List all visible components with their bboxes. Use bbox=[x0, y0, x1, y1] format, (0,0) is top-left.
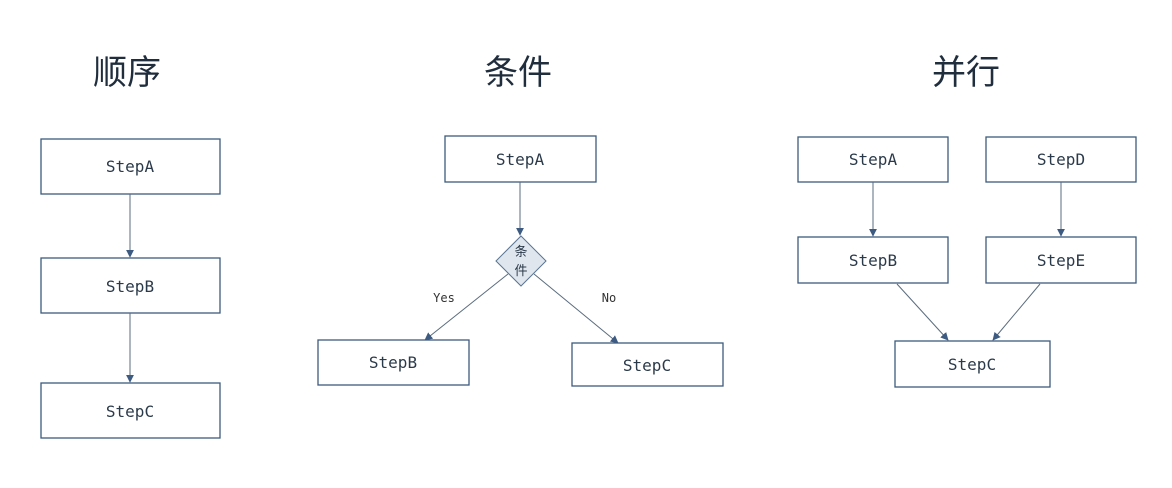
condition-label-line2: 件 bbox=[514, 264, 527, 279]
condition-diamond[interactable]: 条 件 bbox=[495, 235, 547, 287]
condition-label-line1: 条 bbox=[514, 244, 527, 260]
par-node-stepb[interactable]: StepB bbox=[797, 236, 949, 284]
cond-node-stepb-label: StepB bbox=[369, 353, 417, 372]
section-title-conditional: 条件 bbox=[484, 53, 552, 93]
seq-node-stepa-label: StepA bbox=[106, 157, 155, 176]
section-title-parallel: 并行 bbox=[932, 53, 1000, 93]
seq-node-stepc[interactable]: StepC bbox=[40, 382, 221, 439]
par-node-stepc-label: StepC bbox=[948, 355, 996, 374]
par-edge-e-c bbox=[992, 283, 1041, 341]
par-node-stepe[interactable]: StepE bbox=[985, 236, 1137, 284]
cond-edge-yes-label: Yes bbox=[433, 291, 455, 305]
par-node-stepb-label: StepB bbox=[849, 251, 897, 270]
seq-node-stepc-label: StepC bbox=[106, 402, 154, 421]
par-node-stepd[interactable]: StepD bbox=[985, 136, 1137, 183]
cond-edge-yes bbox=[424, 273, 509, 341]
section-title-sequential: 顺序 bbox=[93, 53, 161, 93]
section-parallel: 并行 StepA StepD StepB StepE StepC bbox=[797, 53, 1137, 388]
section-conditional: 条件 StepA 条 件 Yes No StepB StepC bbox=[317, 53, 724, 387]
par-node-stepc[interactable]: StepC bbox=[894, 340, 1051, 388]
cond-node-stepc-label: StepC bbox=[623, 356, 671, 375]
seq-node-stepb[interactable]: StepB bbox=[40, 257, 221, 314]
seq-node-stepa[interactable]: StepA bbox=[40, 138, 221, 195]
par-node-stepe-label: StepE bbox=[1037, 251, 1085, 270]
par-node-stepd-label: StepD bbox=[1037, 150, 1085, 169]
cond-node-stepc[interactable]: StepC bbox=[571, 342, 724, 387]
par-node-stepa[interactable]: StepA bbox=[797, 136, 949, 183]
cond-node-stepa[interactable]: StepA bbox=[444, 135, 597, 183]
par-node-stepa-label: StepA bbox=[849, 150, 898, 169]
par-edge-b-c bbox=[896, 283, 949, 341]
section-sequential: 顺序 StepA StepB StepC bbox=[40, 53, 221, 439]
cond-node-stepb[interactable]: StepB bbox=[317, 339, 470, 386]
seq-node-stepb-label: StepB bbox=[106, 277, 154, 296]
cond-edge-no bbox=[533, 273, 619, 344]
cond-edge-no-label: No bbox=[602, 291, 616, 305]
cond-node-stepa-label: StepA bbox=[496, 150, 545, 169]
